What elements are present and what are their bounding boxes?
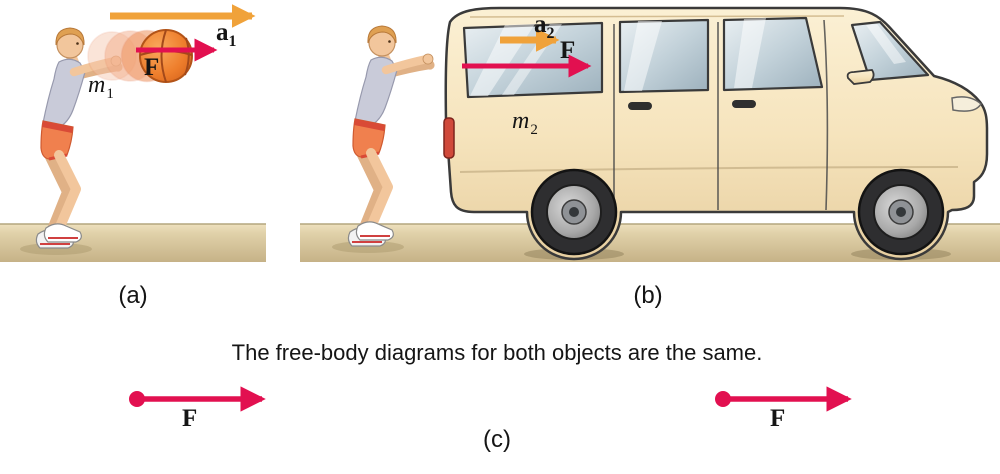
car-door-seam-3 [823, 19, 829, 211]
caption-panel-b: (b) [633, 282, 662, 309]
car-windshield-reflection [866, 24, 906, 64]
panel-b: a2 F m2 [348, 11, 592, 246]
car-door-window-1-reflection [624, 21, 662, 91]
force-label-panel-b: F [560, 37, 575, 64]
car-front-wheel [857, 168, 945, 256]
free-body-statement: The free-body diagrams for both objects … [232, 340, 763, 365]
panel-c: The free-body diagrams for both objects … [129, 340, 852, 453]
fbd-point-right [715, 391, 731, 407]
car-rear-wheel [530, 168, 618, 256]
force-label-panel-a: F [144, 54, 159, 81]
caption-panel-c: (c) [483, 426, 511, 453]
car-door-handle-1 [628, 102, 652, 110]
car-taillight [443, 117, 455, 159]
car-headlight [951, 96, 982, 112]
car [443, 6, 989, 261]
fbd-force-label-left: F [182, 405, 197, 432]
fbd-point-left [129, 391, 145, 407]
man-pushing-car [348, 26, 434, 246]
mass-label-m2: m2 [512, 108, 538, 138]
acceleration-label-a1: a1 [216, 19, 237, 50]
car-side-mirror [846, 69, 875, 85]
caption-panel-a: (a) [118, 282, 147, 309]
fbd-force-label-right: F [770, 405, 785, 432]
basketball [139, 29, 193, 83]
free-body-diagram-right: F [715, 386, 852, 432]
car-roof-crease [469, 15, 845, 18]
car-door-window-2-reflection [734, 18, 766, 88]
car-door-handle-2 [732, 100, 756, 108]
acceleration-label-a2: a2 [534, 11, 555, 42]
car-side-crease [459, 166, 959, 173]
free-body-diagram-left: F [129, 386, 266, 432]
mass-label-m1: m1 [88, 72, 114, 102]
panel-a: a1 F m1 [36, 4, 256, 248]
